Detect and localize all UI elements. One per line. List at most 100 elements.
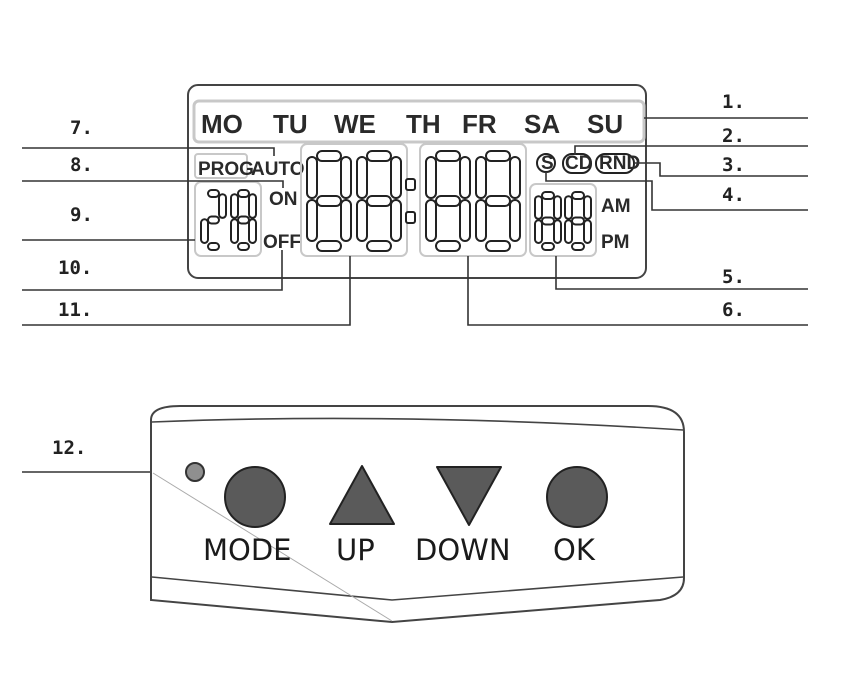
days-frame: [192, 99, 646, 144]
callout-9: 9.: [70, 204, 93, 226]
callout-1: 1.: [722, 91, 745, 113]
callout-3: 3.: [722, 154, 745, 176]
off-indicator: OFF: [263, 232, 301, 253]
leader-10: [22, 250, 283, 291]
leader-6: [467, 256, 808, 326]
leader-7: [22, 147, 275, 156]
digit-segment: [207, 242, 220, 251]
digit-segment: [230, 218, 239, 245]
digit-segment: [435, 240, 461, 252]
day-fr: FR: [462, 109, 497, 139]
digit-segment: [306, 156, 318, 199]
leader-lines: [22, 117, 808, 473]
digit-segment: [485, 240, 511, 252]
digit-segment: [571, 191, 585, 200]
digit-segment: [509, 199, 521, 242]
day-number-display: [200, 189, 257, 251]
digit-segment: [237, 242, 250, 251]
digit-segment: [541, 191, 555, 200]
digit-segment: [356, 199, 368, 242]
digit-segment: [435, 195, 461, 207]
digit-segment: [553, 219, 562, 245]
am-indicator: AM: [601, 196, 631, 217]
digit-segment: [306, 199, 318, 242]
up-button[interactable]: [329, 465, 395, 525]
device-housing: [150, 405, 685, 624]
seconds-frame: [529, 183, 597, 257]
digit-segment: [218, 193, 227, 219]
digit-segment: [564, 195, 573, 220]
mode-button-label: MODE: [203, 533, 292, 567]
callout-4: 4.: [722, 184, 745, 206]
ok-button-label: OK: [553, 533, 596, 567]
digit-segment: [366, 195, 392, 207]
digit-segment: [390, 199, 402, 242]
on-indicator: ON: [269, 189, 298, 210]
prog-indicator: PROG: [198, 159, 254, 180]
minutes-display: [425, 150, 521, 252]
digit-segment: [340, 156, 352, 199]
digit-segment: [571, 242, 585, 251]
digit-segment: [248, 193, 257, 219]
day-th: TH: [406, 109, 441, 139]
countdown-icon: [562, 153, 592, 174]
ok-button[interactable]: [546, 466, 608, 528]
device-reflection-line: [152, 472, 393, 622]
day-su: SU: [587, 109, 623, 139]
digit-segment: [366, 240, 392, 252]
colon-top: [405, 178, 416, 191]
pm-indicator: PM: [601, 232, 630, 253]
digit-segment: [200, 218, 209, 245]
digit-segment: [564, 219, 573, 245]
day-mo: MO: [201, 109, 243, 139]
callout-12: 12.: [52, 437, 86, 459]
digit-segment: [248, 218, 257, 245]
minutes-frame: [419, 143, 527, 257]
leader-11: [22, 256, 351, 326]
digit-segment: [583, 219, 592, 245]
hours-display: [306, 150, 402, 252]
summer-icon-label: S: [541, 153, 554, 174]
digit-segment: [237, 189, 250, 198]
digit-segment: [541, 216, 555, 226]
digit-segment: [475, 199, 487, 242]
digit-segment: [509, 156, 521, 199]
leader-8: [22, 180, 284, 188]
digit-segment: [541, 242, 555, 251]
day-sa: SA: [524, 109, 560, 139]
digit-segment: [366, 150, 392, 162]
device-bottom-edge: [151, 576, 684, 601]
down-button[interactable]: [436, 466, 502, 526]
digit-segment: [534, 195, 543, 220]
cd-icon-label: CD: [565, 153, 592, 174]
prog-frame: [194, 153, 248, 179]
day-we: WE: [334, 109, 376, 139]
callout-5: 5.: [722, 266, 745, 288]
digit-segment: [534, 219, 543, 245]
digit-segment: [230, 193, 239, 219]
up-button-label: UP: [336, 533, 375, 567]
colon-bottom: [405, 211, 416, 224]
leader-3: [634, 162, 808, 177]
digit-segment: [207, 189, 220, 198]
digit-segment: [485, 150, 511, 162]
leader-4: [545, 172, 808, 211]
seconds-display: [534, 191, 592, 251]
digit-segment: [459, 199, 471, 242]
digit-segment: [485, 195, 511, 207]
hours-frame: [300, 143, 408, 257]
mode-button[interactable]: [224, 466, 286, 528]
auto-indicator: AUTO: [251, 159, 304, 180]
digit-segment: [475, 156, 487, 199]
callout-2: 2.: [722, 125, 745, 147]
device-body: [150, 405, 685, 624]
digit-segment: [553, 195, 562, 220]
digit-segment: [583, 195, 592, 220]
digit-segment: [356, 156, 368, 199]
callout-7: 7.: [70, 117, 93, 139]
callout-10: 10.: [58, 257, 92, 279]
digit-segment: [425, 156, 437, 199]
digit-segment: [316, 195, 342, 207]
day-number-frame: [194, 181, 262, 257]
